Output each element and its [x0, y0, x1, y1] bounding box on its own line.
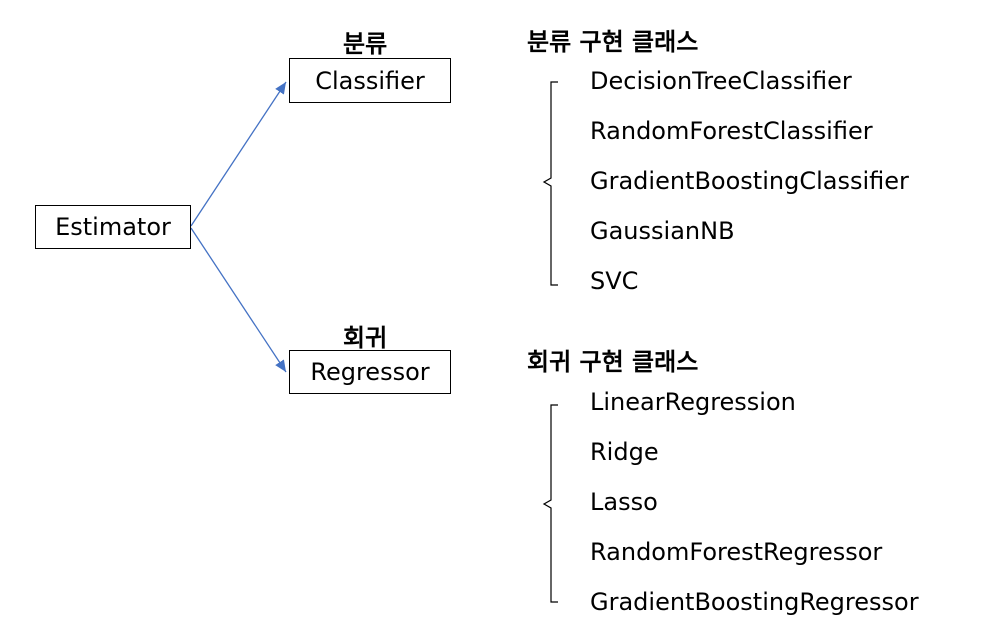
classification-brace	[542, 81, 558, 286]
regression-item: LinearRegression	[590, 388, 796, 416]
regression-item: Ridge	[590, 438, 659, 466]
classification-item: GaussianNB	[590, 217, 735, 245]
classification-group-heading: 분류 구현 클래스	[527, 28, 699, 56]
regressor-label: Regressor	[310, 358, 430, 386]
classification-item: DecisionTreeClassifier	[590, 67, 852, 95]
classification-item: SVC	[590, 267, 639, 295]
regression-item: RandomForestRegressor	[590, 538, 883, 566]
classifier-label: Classifier	[315, 66, 425, 95]
estimator-label: Estimator	[55, 213, 171, 241]
regression-label: 회귀	[343, 324, 388, 352]
classification-item: GradientBoostingClassifier	[590, 167, 909, 195]
classification-label: 분류	[343, 30, 388, 58]
regression-brace	[542, 404, 558, 603]
classification-item: RandomForestClassifier	[590, 117, 873, 145]
classifier-node: Classifier	[289, 58, 451, 103]
estimator-node: Estimator	[35, 205, 191, 249]
regression-item: Lasso	[590, 488, 658, 516]
regression-item: GradientBoostingRegressor	[590, 588, 919, 616]
regressor-node: Regressor	[289, 350, 451, 394]
arrow-estimator-to-classifier	[190, 81, 287, 227]
regression-group-heading: 회귀 구현 클래스	[527, 348, 699, 376]
arrow-estimator-to-regressor	[190, 227, 287, 373]
